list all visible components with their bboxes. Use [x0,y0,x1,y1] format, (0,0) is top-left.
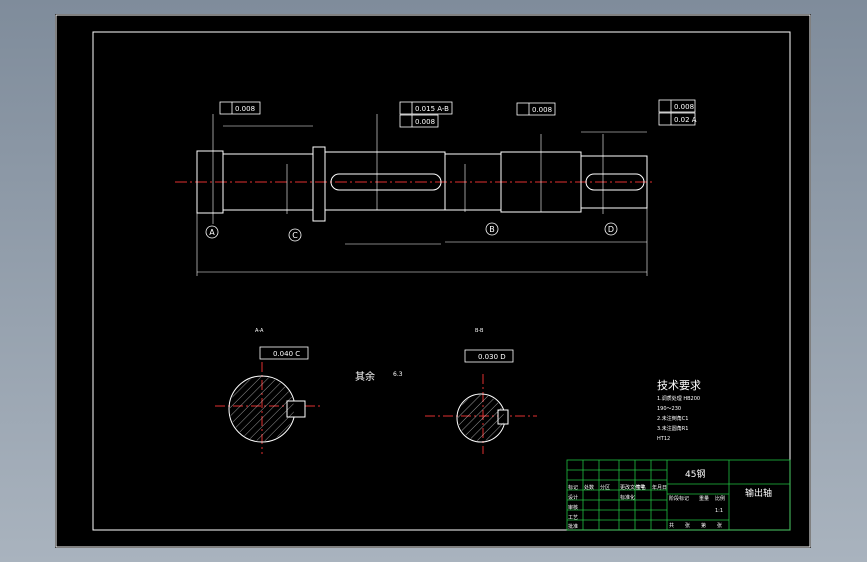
title-block [566,459,791,531]
roughness-value: 6.3 [393,371,403,378]
svg-text:A-A: A-A [255,328,264,334]
datum-a: A [209,228,215,237]
technical-requirements: 技术要求 1.调质处理 HB200 190～230 2.未注倒角C1 3.未注圆… [657,379,701,442]
svg-text:0.030 D: 0.030 D [478,353,506,361]
svg-text:0.040 C: 0.040 C [273,350,300,358]
inner-border [92,31,791,531]
svg-text:B-B: B-B [475,328,484,334]
gdt-top-mid2: 0.008 [532,106,552,114]
svg-text:审核: 审核 [568,504,578,511]
svg-text:标准化: 标准化 [620,494,635,501]
svg-text:年月日: 年月日 [652,484,667,491]
svg-text:分区: 分区 [600,484,610,491]
title-scale: 1:1 [715,508,723,514]
title-block-cells: 标记 处数 分区 更改文件号 签名 年月日 设计 标准化 审核 工艺 批准 阶段… [568,484,725,530]
svg-text:标记: 标记 [568,484,578,491]
outer-border [55,14,811,548]
datum-b: B [489,225,495,234]
gdt-top-right-2: 0.02 A [674,116,697,124]
svg-text:工艺: 工艺 [568,515,578,521]
datum-d: D [608,225,614,234]
svg-text:2.未注倒角C1: 2.未注倒角C1 [657,415,688,422]
drawing-svg: 0.008 0.015 A-B 0.008 0.008 0.008 0.02 A… [55,14,811,548]
cad-drawing-canvas[interactable]: 0.008 0.015 A-B 0.008 0.008 0.008 0.02 A… [55,14,811,548]
roughness-note: 其余 [355,370,375,383]
svg-text:处数: 处数 [584,484,594,491]
section-a-hatch [230,377,294,441]
gdt-top-right-1: 0.008 [674,103,694,111]
svg-text:签名: 签名 [636,484,646,491]
svg-text:第: 第 [701,522,706,529]
svg-text:比例: 比例 [715,495,725,502]
svg-text:HT12: HT12 [657,436,670,442]
svg-text:重量: 重量 [699,495,709,502]
datum-markers [205,222,618,242]
svg-text:3.未注圆角R1: 3.未注圆角R1 [657,425,688,432]
svg-text:批准: 批准 [568,523,578,530]
title-material: 45钢 [685,468,705,480]
title-part-name: 输出轴 [745,487,772,499]
datum-labels: A C B D [209,225,614,240]
svg-text:阶段标记: 阶段标记 [669,495,689,502]
svg-text:更改文件号: 更改文件号 [620,484,645,491]
gdt-top-mid-1: 0.015 A-B [415,105,449,113]
datum-c: C [292,231,298,240]
dimension-lines [196,114,648,276]
gdt-frames [219,99,696,128]
svg-text:共: 共 [669,522,674,529]
gdt-top-left: 0.008 [235,105,255,113]
gdt-texts: 0.008 0.015 A-B 0.008 0.008 0.008 0.02 A [235,103,697,126]
gdt-top-mid-2: 0.008 [415,118,435,126]
svg-text:张: 张 [717,522,722,529]
svg-text:1.调质处理 HB200: 1.调质处理 HB200 [657,395,700,402]
svg-text:190～230: 190～230 [657,406,681,412]
section-b-hatch [458,395,504,441]
svg-text:张: 张 [685,522,690,529]
shaft-outline [196,146,648,222]
svg-text:设计: 设计 [568,494,578,501]
svg-text:技术要求: 技术要求 [657,379,701,392]
